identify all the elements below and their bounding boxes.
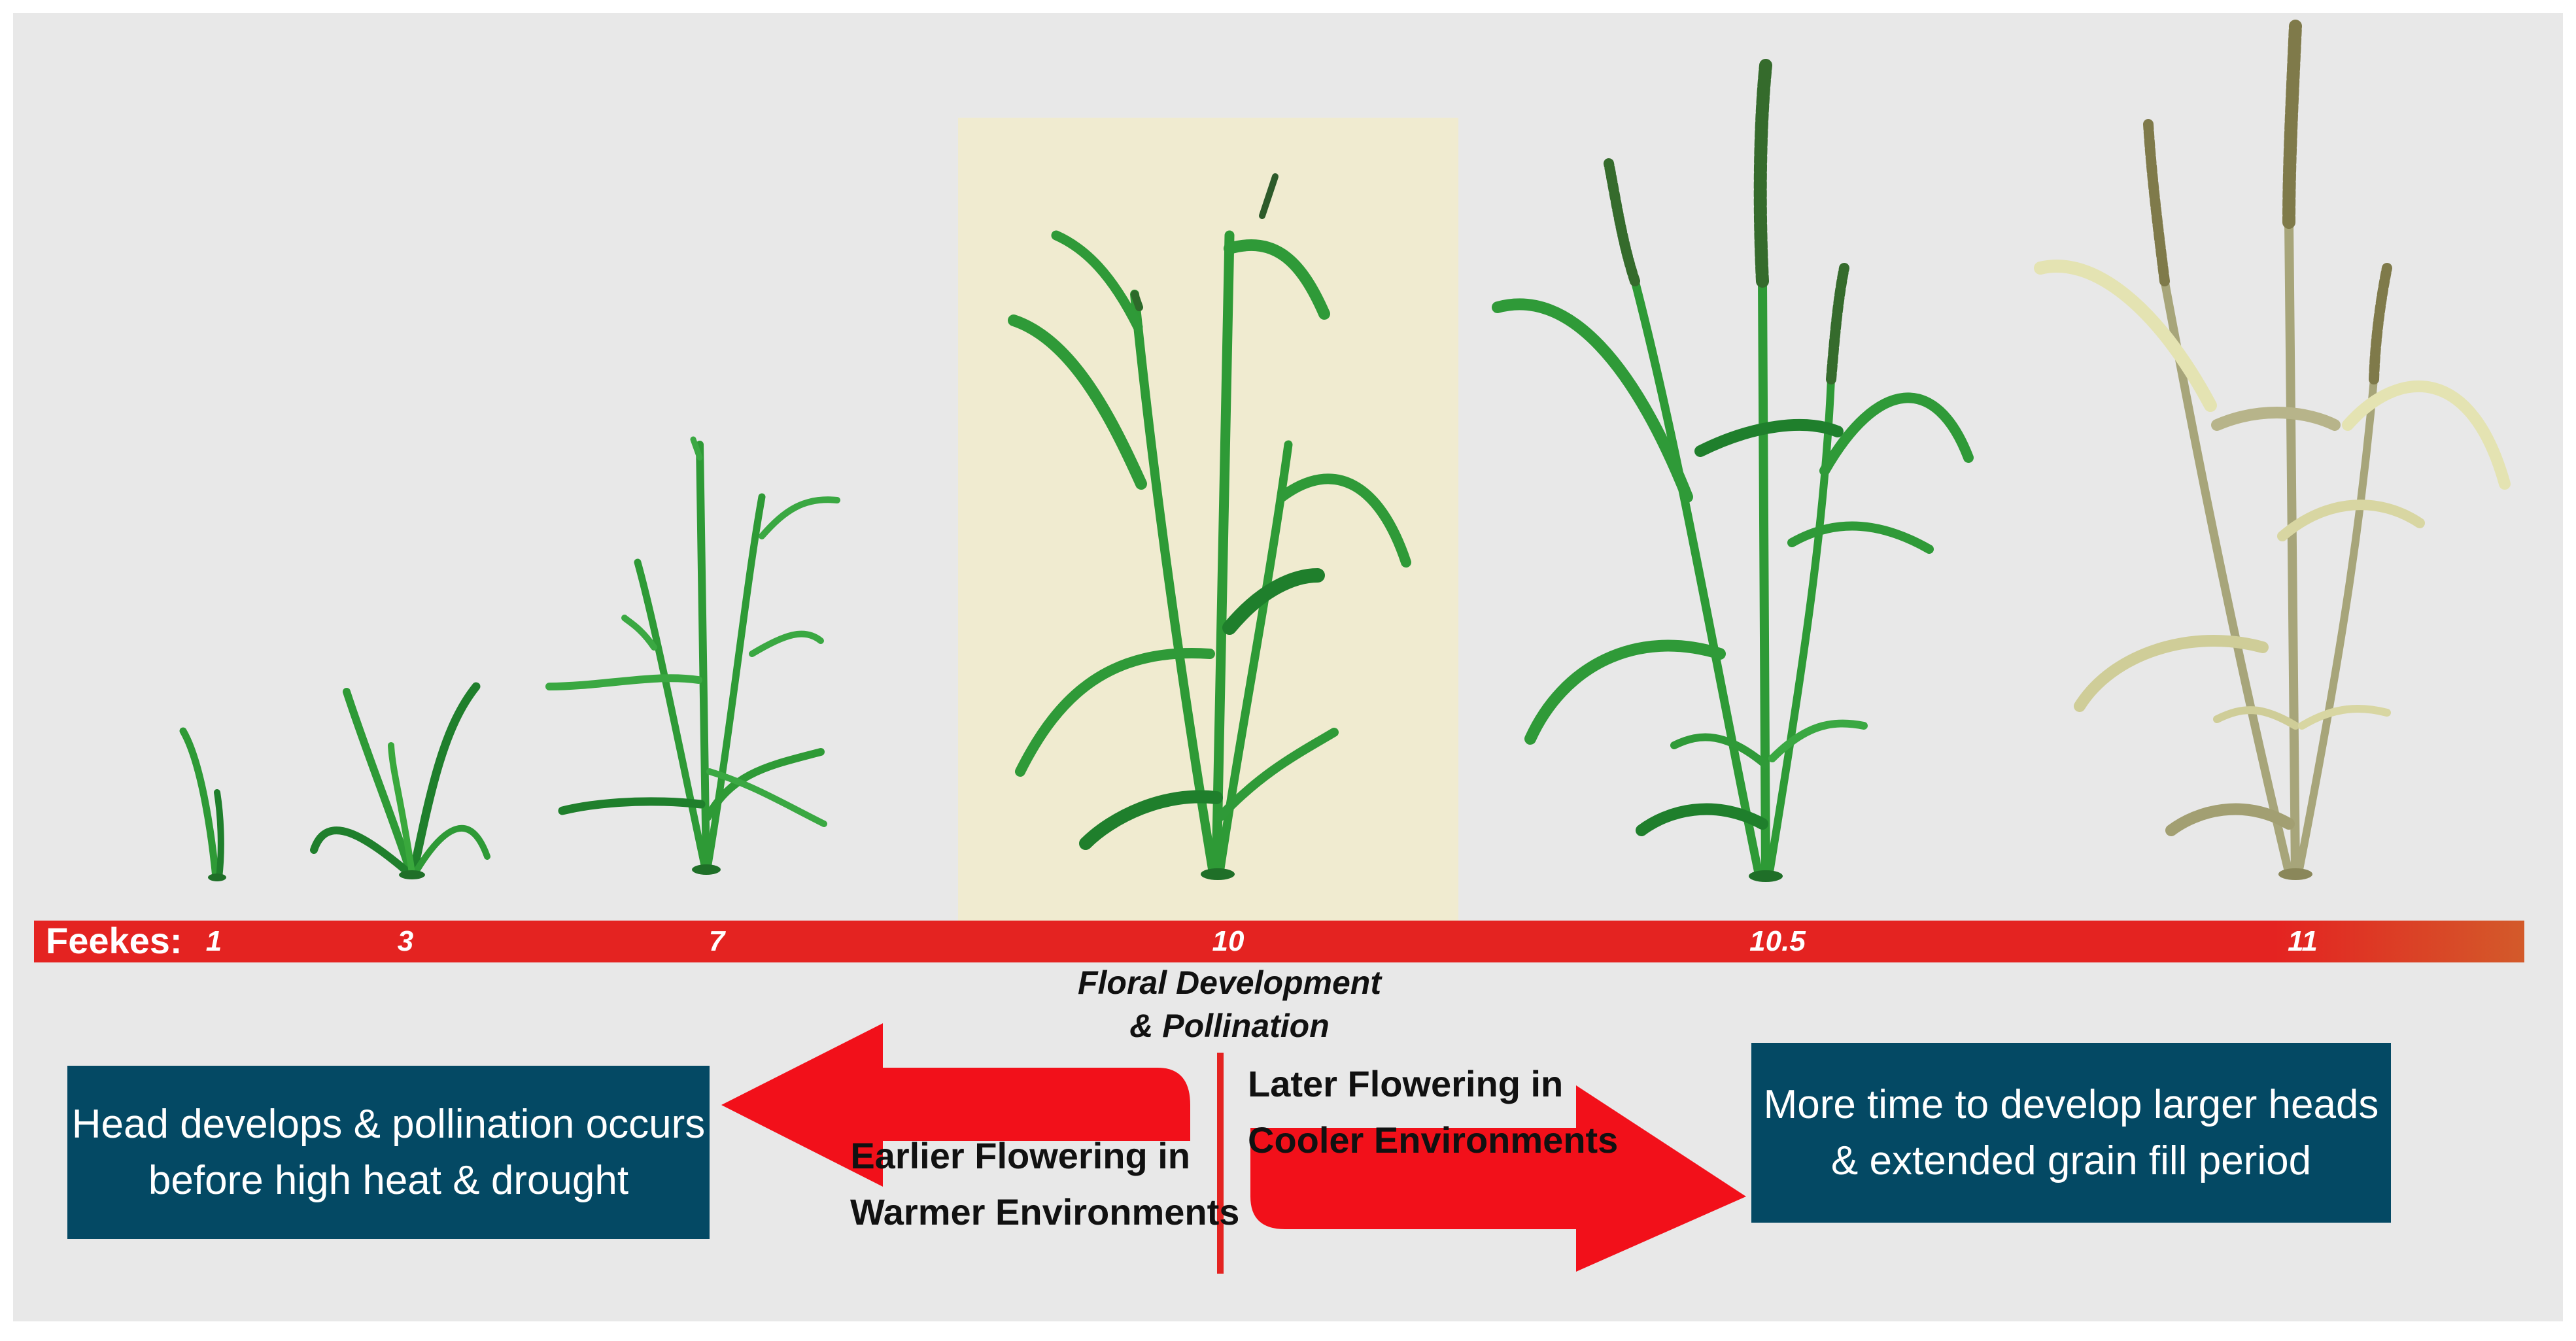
stage-label: 1 (205, 925, 222, 957)
wheat-plant-icon (1008, 173, 1411, 880)
floral-note-line1: Floral Development (1078, 964, 1381, 1001)
earlier-line1: Earlier Flowering in (850, 1135, 1190, 1176)
left-box-line2: before high heat & drought (148, 1157, 629, 1203)
stage-label: 7 (708, 925, 725, 957)
later-flowering-caption: Later Flowering in Cooler Environments (1248, 1056, 1619, 1168)
later-line1: Later Flowering in (1248, 1063, 1564, 1104)
highlight-band (958, 118, 1458, 921)
earlier-line2: Warmer Environments (850, 1191, 1240, 1232)
floral-note-line2: & Pollination (1129, 1008, 1330, 1044)
early-flowering-outcome-box: Head develops & pollination occurs befor… (67, 1066, 710, 1239)
stage-label: 10.5 (1749, 925, 1806, 957)
feekes-label: Feekes: (46, 920, 182, 961)
right-box-line2: & extended grain fill period (1830, 1138, 2312, 1183)
wheat-plant-icon (310, 682, 490, 879)
wheat-plant-icon (1492, 59, 1974, 882)
wheat-plant-icon (179, 727, 226, 881)
stage-label: 3 (397, 925, 414, 957)
left-box-line1: Head develops & pollination occurs (71, 1101, 706, 1147)
stage-label: 11 (2288, 925, 2318, 957)
wheat-plant-icon (545, 436, 840, 875)
late-flowering-outcome-box: More time to develop larger heads & exte… (1751, 1043, 2391, 1223)
stage-label: 10 (1212, 925, 1245, 957)
left-arrow (721, 1023, 1190, 1187)
feekes-timeline-bar (34, 921, 2524, 962)
wheat-plant-icon (2034, 20, 2511, 880)
right-arrow (1250, 1085, 1746, 1272)
floral-development-note: Floral Development & Pollination (1046, 961, 1413, 1047)
right-box-line1: More time to develop larger heads (1763, 1081, 2379, 1127)
later-line2: Cooler Environments (1248, 1119, 1619, 1161)
earlier-flowering-caption: Earlier Flowering in Warmer Environments (850, 1128, 1240, 1240)
